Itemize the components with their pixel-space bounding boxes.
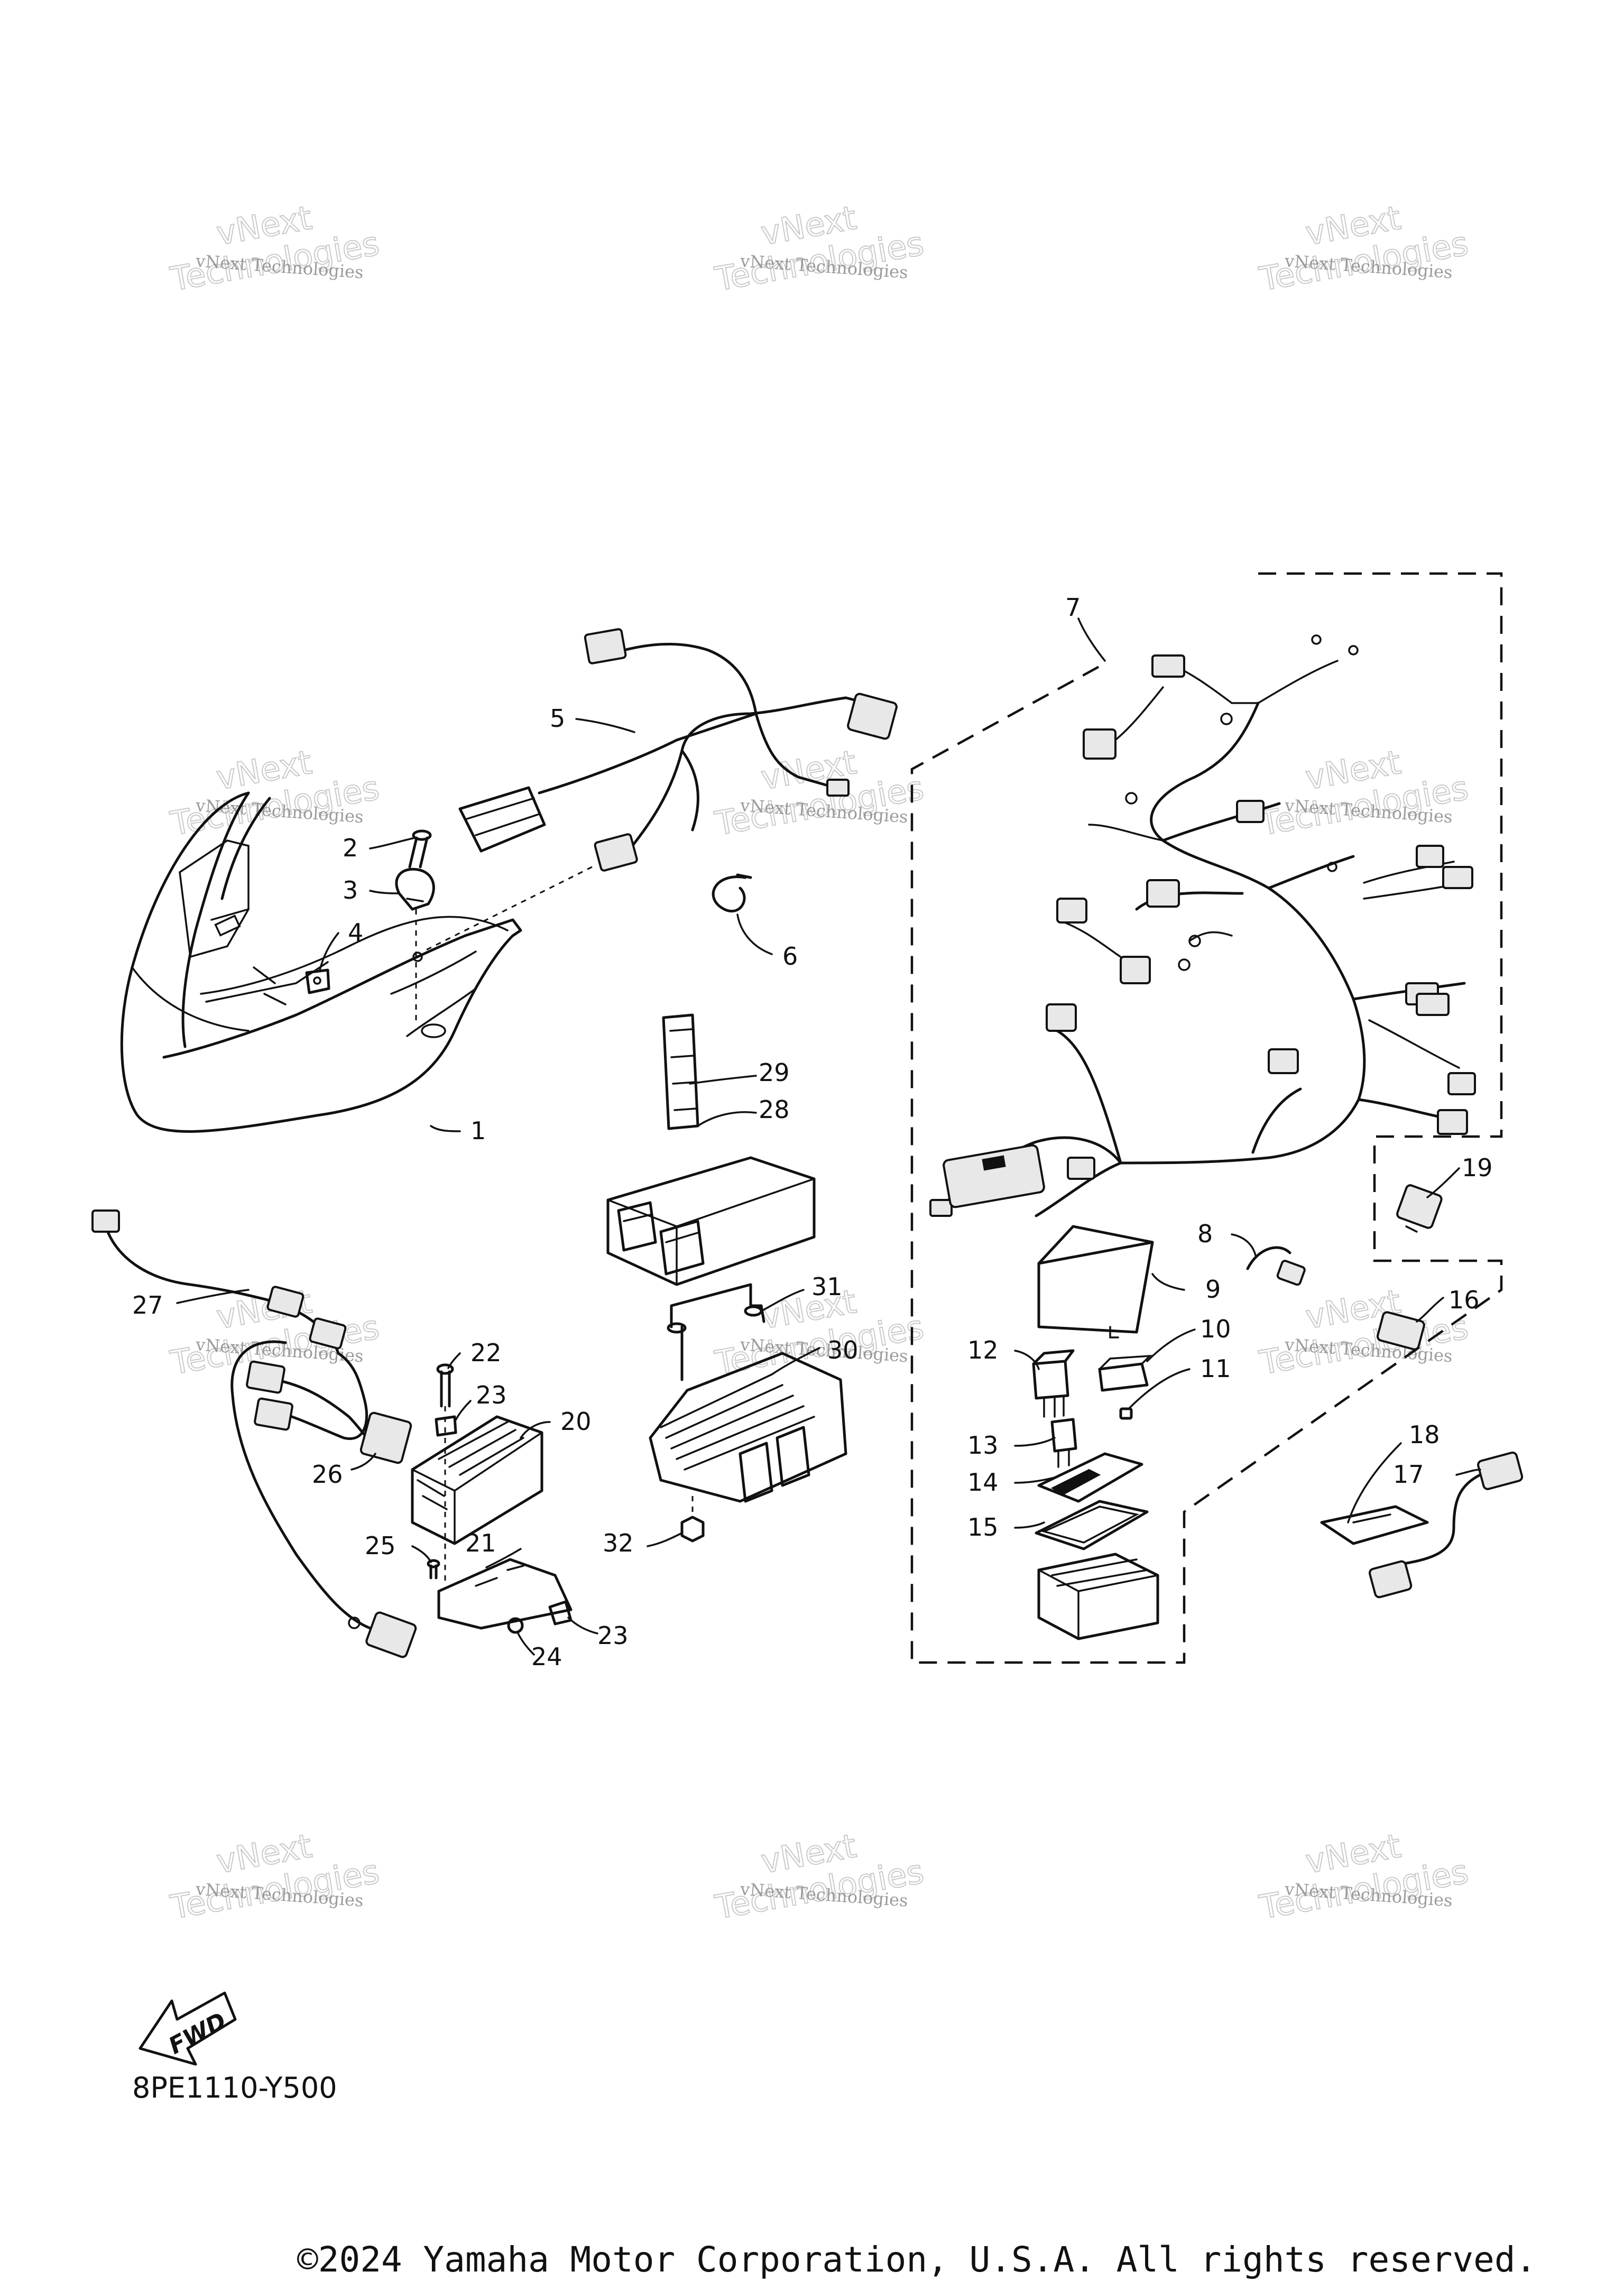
part-fuse-holder xyxy=(1037,1553,1159,1640)
watermark: vNext Technologies vNext Technologies xyxy=(167,198,383,299)
part-ecu-28 xyxy=(606,1156,816,1286)
callout-29: 29 xyxy=(759,1058,790,1087)
part-nut-24 xyxy=(507,1617,524,1634)
part-bolt-22 xyxy=(436,1363,454,1408)
callouts: 1 2 3 4 5 6 7 8 9 10 11 12 13 14 15 16 1… xyxy=(132,593,1493,1671)
part-sub-harness-5 xyxy=(458,628,898,872)
watermark: vNext Technologies vNext Technologies xyxy=(1256,198,1472,299)
callout-13: 13 xyxy=(967,1431,999,1460)
callout-19: 19 xyxy=(1462,1153,1493,1182)
fwd-label: FWD xyxy=(164,2007,231,2060)
part-nut-4 xyxy=(305,968,330,994)
harness-enclosure xyxy=(910,572,1503,1664)
callout-5: 5 xyxy=(550,704,565,733)
callout-25: 25 xyxy=(365,1531,396,1560)
part-rectifier-30 xyxy=(649,1352,847,1503)
callout-6: 6 xyxy=(782,942,798,971)
callout-2: 2 xyxy=(343,834,358,862)
part-label-14 xyxy=(1037,1452,1143,1503)
callout-11: 11 xyxy=(1200,1354,1231,1383)
callout-1: 1 xyxy=(470,1116,486,1145)
part-harness-27 xyxy=(91,1209,417,1658)
callout-30: 30 xyxy=(827,1336,859,1364)
part-fuse-box-9 xyxy=(1037,1225,1154,1338)
callout-24: 24 xyxy=(531,1642,562,1671)
part-relay-13 xyxy=(1050,1418,1077,1468)
part-nut-32 xyxy=(680,1516,705,1543)
part-clip-6 xyxy=(712,873,752,913)
callout-26: 26 xyxy=(312,1460,343,1489)
watermark: vNext Technologies vNext Technologies xyxy=(1256,1826,1472,1927)
watermark: vNext Technologies vNext Technologies xyxy=(712,742,927,844)
part-clip-23-top xyxy=(435,1415,457,1437)
callout-32: 32 xyxy=(603,1529,634,1557)
callout-3: 3 xyxy=(343,876,358,904)
watermark: vNext Technologies vNext Technologies xyxy=(712,198,927,299)
watermark: vNext Technologies vNext Technologies xyxy=(1256,1281,1472,1383)
callout-9: 9 xyxy=(1205,1275,1221,1304)
diagram-code: 8PE1110-Y500 xyxy=(132,2071,337,2104)
callout-10: 10 xyxy=(1200,1315,1231,1343)
part-sheet-18 xyxy=(1320,1505,1429,1545)
callout-27: 27 xyxy=(132,1291,163,1319)
part-relay-10 xyxy=(1098,1354,1152,1392)
part-main-harness-7 xyxy=(929,634,1476,1217)
part-strap-29 xyxy=(662,1013,699,1130)
part-relay-12 xyxy=(1032,1349,1075,1418)
part-control-unit-20 xyxy=(411,1415,543,1545)
callout-31: 31 xyxy=(811,1272,843,1301)
copyright-notice: ©2024 Yamaha Motor Corporation, U.S.A. A… xyxy=(297,2239,1537,2280)
part-cover-15 xyxy=(1035,1500,1149,1550)
part-wire-8 xyxy=(1246,1246,1306,1286)
callout-4: 4 xyxy=(348,918,363,947)
part-bracket-21 xyxy=(437,1558,573,1630)
part-harness-26 xyxy=(246,1352,412,1464)
assembly-line xyxy=(422,866,593,953)
callout-16: 16 xyxy=(1448,1286,1480,1314)
callout-28: 28 xyxy=(759,1095,790,1124)
callout-22: 22 xyxy=(470,1338,502,1367)
watermark: vNext Technologies vNext Technologies xyxy=(712,1826,927,1927)
part-connector-16 xyxy=(1376,1311,1425,1351)
callout-7: 7 xyxy=(1065,593,1081,622)
watermark: vNext Technologies vNext Technologies xyxy=(167,1826,383,1927)
fwd-arrow-icon: FWD xyxy=(139,1991,237,2066)
part-clamp-3 xyxy=(395,867,435,911)
part-lead-17 xyxy=(1369,1451,1524,1599)
callout-23-top: 23 xyxy=(476,1381,507,1409)
part-bolt-2 xyxy=(408,829,432,869)
part-front-cowl xyxy=(120,791,522,1133)
leader-lines xyxy=(176,617,1481,1656)
watermark: vNext Technologies vNext Technologies xyxy=(1256,742,1472,844)
callout-15: 15 xyxy=(967,1513,999,1541)
callout-12: 12 xyxy=(967,1336,999,1364)
callout-20: 20 xyxy=(560,1407,592,1436)
part-screw-25 xyxy=(427,1559,440,1580)
callout-23-bottom: 23 xyxy=(597,1621,629,1650)
callout-14: 14 xyxy=(967,1468,999,1497)
callout-18: 18 xyxy=(1409,1420,1440,1449)
callout-21: 21 xyxy=(465,1529,496,1557)
part-fuse-11 xyxy=(1119,1407,1133,1420)
callout-17: 17 xyxy=(1393,1460,1424,1489)
callout-8: 8 xyxy=(1197,1220,1213,1248)
